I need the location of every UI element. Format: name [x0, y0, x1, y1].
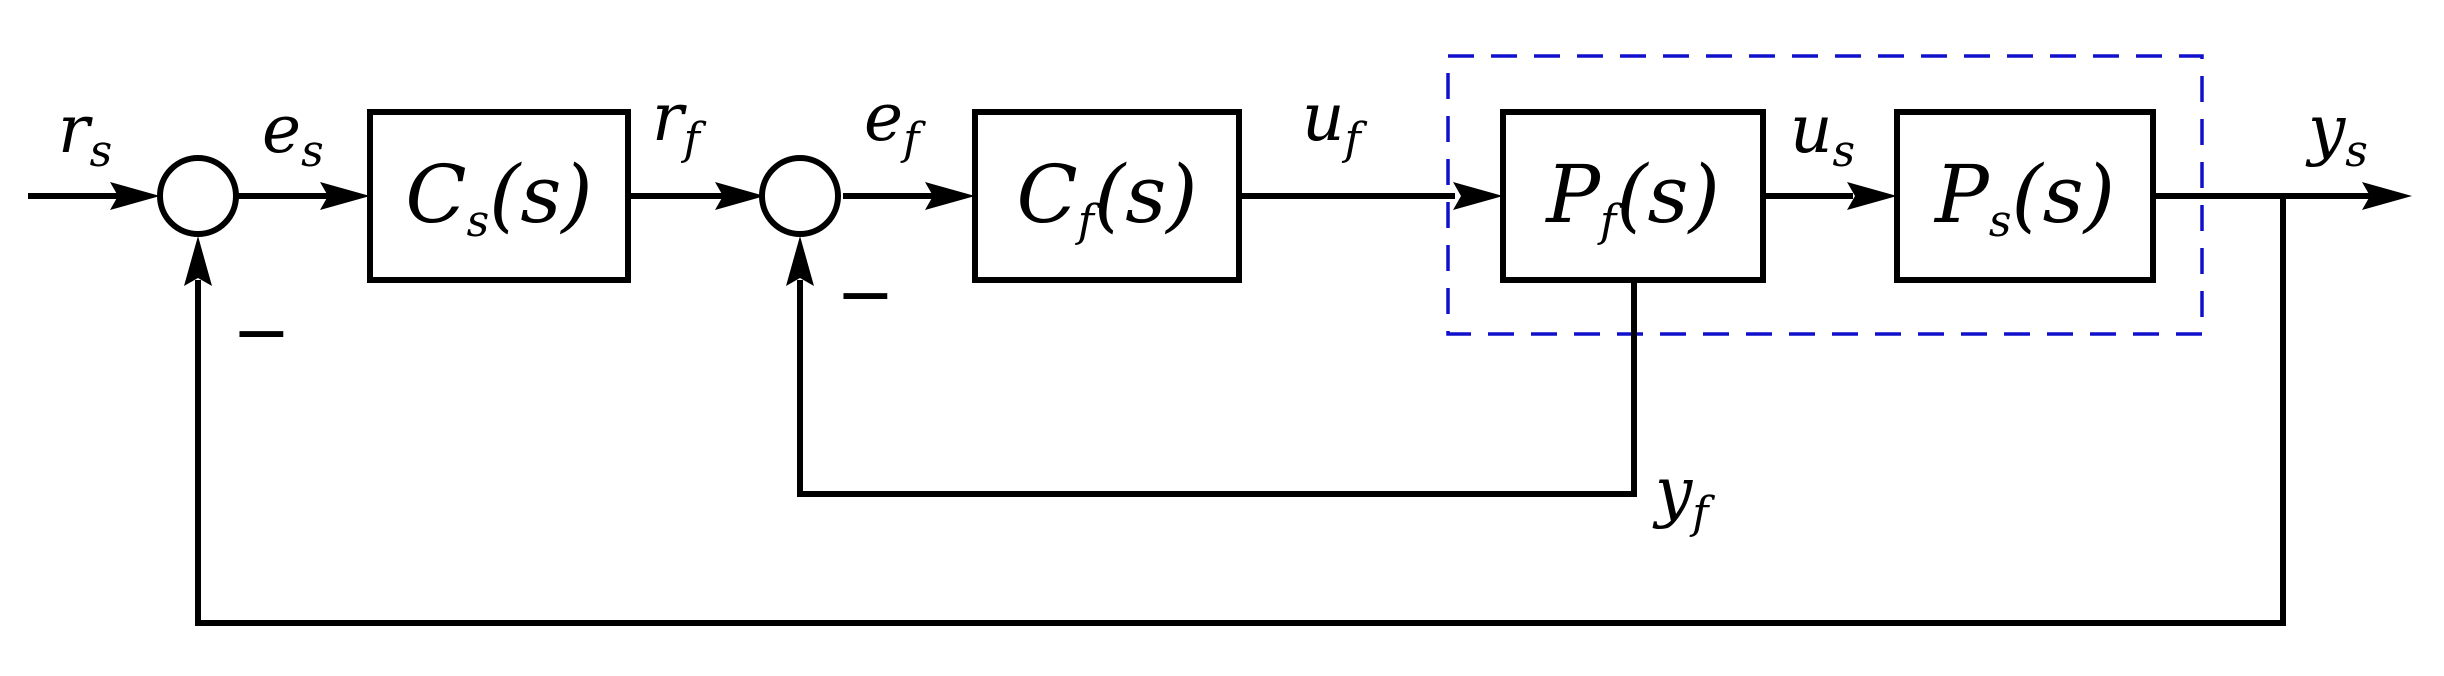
arrow-into-pf [1453, 182, 1503, 210]
wire-outer-feedback [195, 196, 2286, 626]
arrow-into-ps [1847, 182, 1897, 210]
summing-junction-outer [157, 155, 239, 237]
arrow-into-sum1 [110, 182, 160, 210]
arrow-output-ys [2362, 182, 2412, 210]
block-cf-label: Cf(s) [1017, 148, 1198, 247]
block-cs-label: Cs(s) [405, 148, 592, 247]
arrow-into-cf [925, 182, 975, 210]
block-ps-label: Ps(s) [1933, 148, 2115, 247]
signal-ef-label: ef [864, 79, 926, 165]
signal-us-label: us [1790, 91, 1855, 177]
signal-uf-label: uf [1302, 79, 1368, 165]
block-pf-label: Pf(s) [1544, 148, 1720, 247]
arrow-feedback-sum1 [184, 236, 212, 286]
block-cf [972, 109, 1242, 283]
block-ps [1894, 109, 2156, 283]
block-cs [367, 109, 631, 283]
minus-sign-outer: − [232, 291, 291, 373]
minus-sign-inner: − [836, 253, 895, 335]
arrow-feedback-sum2 [786, 236, 814, 286]
block-pf [1500, 109, 1766, 283]
signal-es-label: es [262, 91, 324, 177]
arrow-into-cs [320, 182, 370, 210]
signal-ys-label: ys [2305, 91, 2368, 177]
signal-rs-label: rs [58, 91, 112, 177]
wire-inner-feedback [797, 280, 1637, 497]
signal-rf-label: rf [652, 79, 707, 165]
summing-junction-inner [759, 155, 841, 237]
arrow-into-sum2 [715, 182, 765, 210]
signal-yf-label: yf [1652, 453, 1715, 539]
